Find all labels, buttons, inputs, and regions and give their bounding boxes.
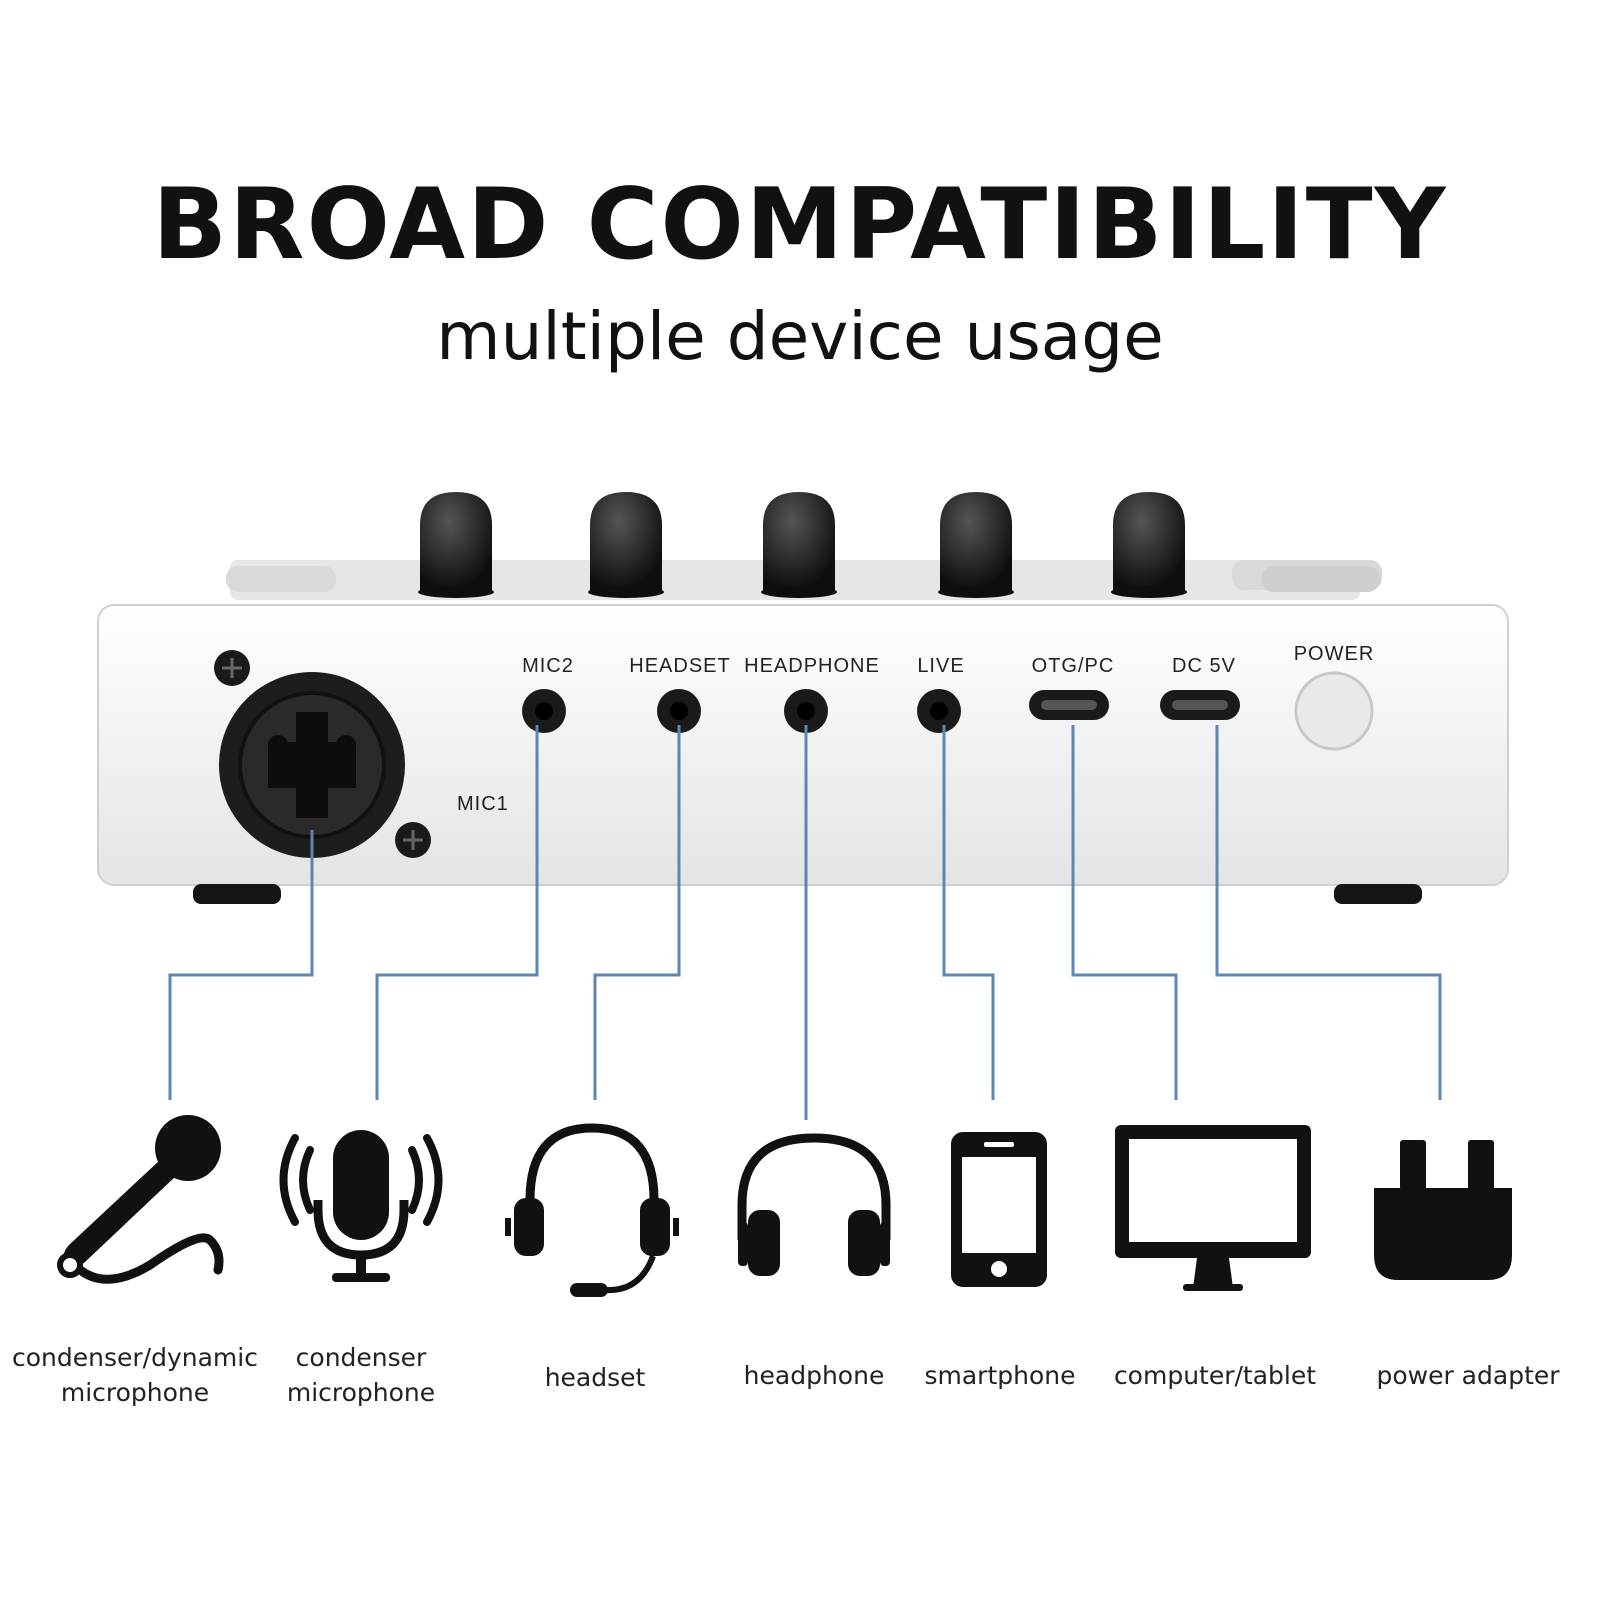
headset-icon <box>505 1123 679 1297</box>
top-button <box>226 566 336 592</box>
smartphone-icon <box>951 1132 1047 1287</box>
caption-line: condenser <box>295 1343 427 1372</box>
page-title: BROAD COMPATIBILITY <box>152 168 1448 282</box>
connector-line-mic2 <box>375 725 539 1100</box>
caption-power-adapter: power adapter <box>1358 1358 1578 1393</box>
port-label-power: POWER <box>1294 643 1375 665</box>
knob[interactable] <box>761 492 837 598</box>
top-button <box>1262 566 1380 592</box>
connector-line-mic1 <box>168 830 314 1100</box>
caption-line: condenser/dynamic <box>12 1343 258 1372</box>
caption-condenser-dynamic-microphone: condenser/dynamic microphone <box>10 1340 260 1410</box>
mic2-jack[interactable] <box>522 689 566 733</box>
connector-lines <box>168 725 1442 1120</box>
knobs <box>418 492 1187 598</box>
caption-line: smartphone <box>924 1361 1076 1390</box>
knob[interactable] <box>938 492 1014 598</box>
caption-line: computer/tablet <box>1113 1361 1317 1390</box>
headphone-icon <box>737 1133 891 1276</box>
caption-smartphone: smartphone <box>915 1358 1085 1393</box>
headphone-jack[interactable] <box>784 689 828 733</box>
dc5v-usb-c-port[interactable] <box>1160 690 1240 720</box>
otg-pc-usb-c-port[interactable] <box>1029 690 1109 720</box>
power-plug-icon <box>1374 1140 1512 1280</box>
monitor-icon <box>1115 1125 1311 1291</box>
headset-jack[interactable] <box>657 689 701 733</box>
knob[interactable] <box>1111 492 1187 598</box>
device-body <box>97 604 1509 886</box>
studio-microphone-icon <box>279 1130 443 1282</box>
caption-line: microphone <box>286 1378 436 1407</box>
connector-line-otg-pc <box>1071 725 1178 1100</box>
mic1-combo-jack[interactable] <box>219 672 405 858</box>
port-label-live: LIVE <box>917 655 964 677</box>
caption-line: headphone <box>743 1361 885 1390</box>
port-label-dc5v: DC 5V <box>1172 655 1236 677</box>
caption-condenser-microphone: condenser microphone <box>276 1340 446 1410</box>
port-label-mic2: MIC2 <box>522 655 574 677</box>
screw-icon <box>214 650 250 686</box>
handheld-microphone-icon <box>57 1115 224 1284</box>
caption-line: power adapter <box>1376 1361 1560 1390</box>
connector-line-dc5v <box>1215 725 1442 1100</box>
caption-line: headset <box>544 1363 646 1392</box>
live-jack[interactable] <box>917 689 961 733</box>
caption-headset: headset <box>510 1360 680 1395</box>
connector-line-live <box>942 725 995 1100</box>
port-label-otg-pc: OTG/PC <box>1032 655 1115 677</box>
page-subtitle: multiple device usage <box>436 298 1164 375</box>
power-button[interactable] <box>1294 671 1374 751</box>
caption-headphone: headphone <box>724 1358 904 1393</box>
caption-computer-tablet: computer/tablet <box>1100 1358 1330 1393</box>
knob[interactable] <box>588 492 664 598</box>
connector-line-headset <box>593 725 681 1100</box>
knob[interactable] <box>418 492 494 598</box>
device-foot <box>1334 884 1422 904</box>
caption-line: microphone <box>60 1378 210 1407</box>
port-label-mic1: MIC1 <box>457 793 509 815</box>
port-label-headphone: HEADPHONE <box>744 655 880 677</box>
port-label-headset: HEADSET <box>629 655 730 677</box>
screw-icon <box>395 822 431 858</box>
device-foot <box>193 884 281 904</box>
